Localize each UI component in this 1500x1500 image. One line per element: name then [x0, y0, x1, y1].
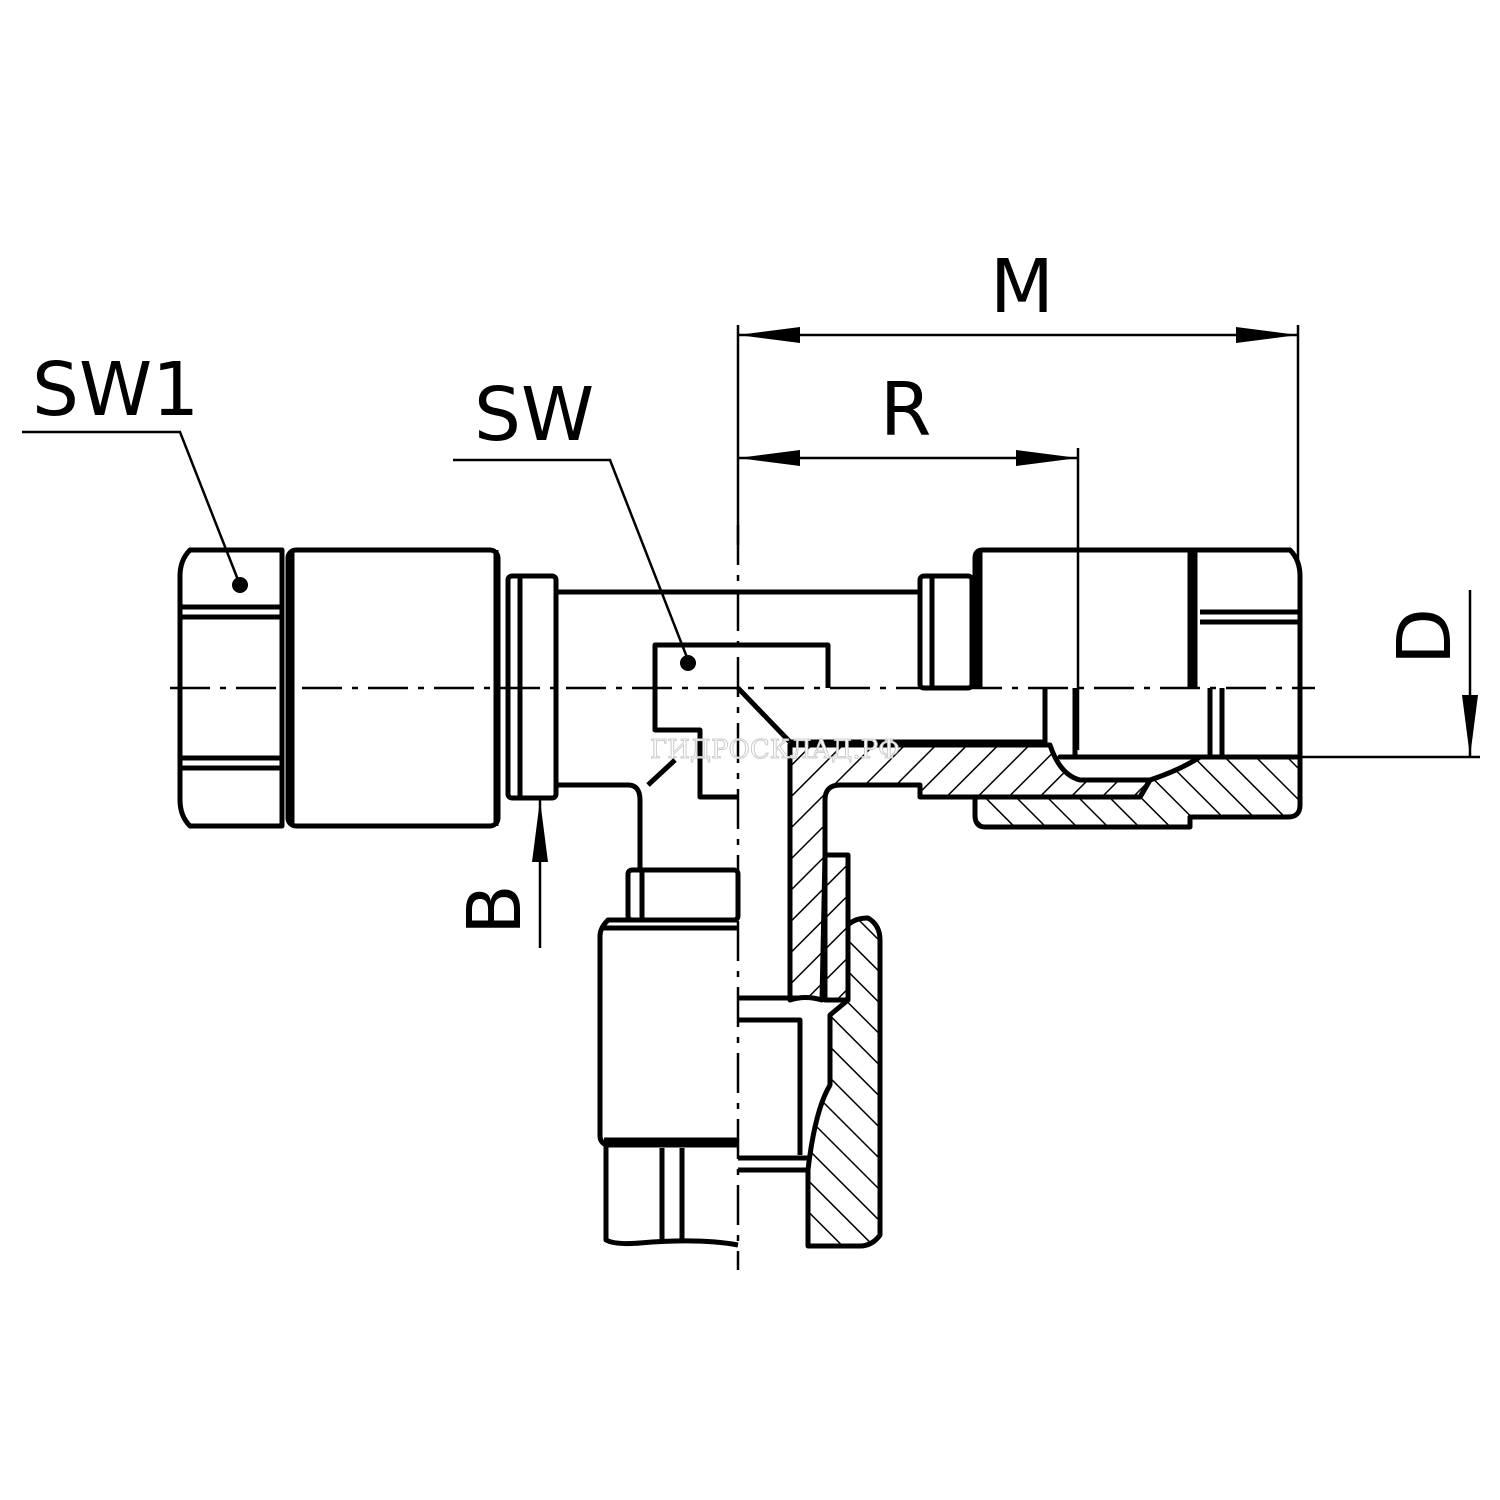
label-r: R — [880, 367, 931, 453]
label-sw: SW — [474, 372, 594, 458]
right-thread — [917, 573, 975, 691]
arrow-b — [532, 800, 548, 862]
arrow-m-right — [1236, 327, 1298, 343]
sw-dot — [680, 655, 696, 671]
sw1-leader — [22, 430, 242, 586]
arrow-r-left — [738, 450, 800, 466]
body-hex-sw — [652, 642, 831, 800]
watermark: ГИДРОСКЛАД.РФ — [650, 735, 900, 765]
arrow-m-left — [738, 327, 800, 343]
bottom-hex-nut — [603, 1145, 739, 1248]
right-nut-body — [972, 547, 1198, 688]
label-b: B — [452, 884, 538, 935]
body-section-horizontal — [787, 742, 1153, 1003]
label-m: M — [990, 244, 1054, 330]
left-hex-nut — [177, 547, 285, 829]
right-hex-nut — [1195, 547, 1303, 760]
bottom-nut-section — [805, 915, 883, 1249]
label-d: D — [1382, 608, 1468, 665]
sw-leader — [453, 458, 690, 661]
bottom-nut-body — [597, 917, 738, 1148]
label-sw1: SW1 — [32, 347, 199, 433]
sw1-dot — [232, 577, 248, 593]
right-nut-section — [972, 754, 1303, 830]
arrow-d — [1462, 695, 1478, 757]
arrow-r-right — [1016, 450, 1078, 466]
ring-section — [822, 852, 851, 1003]
